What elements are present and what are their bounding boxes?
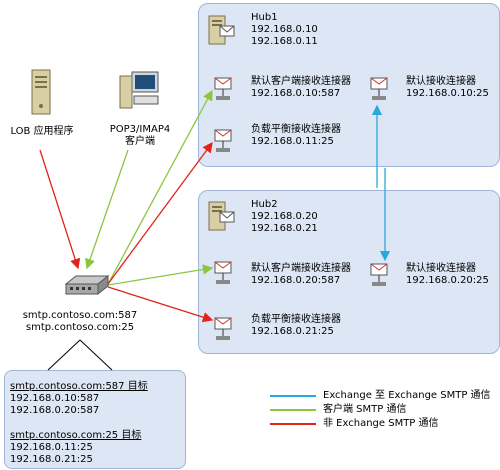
hub1-default-connector-name: 默认接收连接器 bbox=[406, 76, 476, 87]
switch-to-hub2-client-line bbox=[107, 264, 214, 286]
smtp-targets-box bbox=[4, 370, 186, 469]
target-25-title: smtp.contoso.com:25 目标 bbox=[10, 430, 142, 441]
hub2-box bbox=[198, 190, 500, 354]
legend-red-label: 非 Exchange SMTP 通信 bbox=[323, 418, 439, 429]
pop-label-1: POP3/IMAP4 bbox=[109, 124, 171, 135]
hub2-lb-connector-addr: 192.168.0.21:25 bbox=[251, 326, 334, 337]
lob-to-switch-line bbox=[39, 149, 81, 270]
smtp-label-1: smtp.contoso.com:587 bbox=[22, 310, 138, 321]
switch-to-hub1-client-line bbox=[107, 89, 213, 285]
legend-green-label: 客户端 SMTP 通信 bbox=[323, 404, 407, 415]
target-587-a: 192.168.0.10:587 bbox=[10, 393, 100, 404]
hub2-name: Hub2 bbox=[251, 199, 278, 210]
hub2-ip2: 192.168.0.21 bbox=[251, 223, 318, 234]
legend-red-line bbox=[270, 423, 316, 425]
hub1-box bbox=[198, 3, 500, 167]
hub1-default-connector-addr: 192.168.0.10:25 bbox=[406, 88, 489, 99]
hub1-ip1: 192.168.0.10 bbox=[251, 24, 318, 35]
hub2-ip1: 192.168.0.20 bbox=[251, 211, 318, 222]
target-25-b: 192.168.0.21:25 bbox=[10, 454, 93, 465]
smtp-label-2: smtp.contoso.com:25 bbox=[25, 322, 135, 333]
pop-to-switch-line bbox=[85, 149, 129, 270]
lob-label: LOB 应用程序 bbox=[10, 126, 74, 137]
legend-green-line bbox=[270, 409, 316, 411]
hub1-ip2: 192.168.0.11 bbox=[251, 36, 318, 47]
hub1-client-connector-addr: 192.168.0.10:587 bbox=[251, 88, 341, 99]
hub2-client-connector-name: 默认客户端接收连接器 bbox=[251, 263, 351, 274]
target-587-b: 192.168.0.20:587 bbox=[10, 405, 100, 416]
hub2-default-connector-name: 默认接收连接器 bbox=[406, 263, 476, 274]
switch-to-targets-line-right bbox=[79, 339, 113, 371]
switch-to-hub1-lb-line bbox=[107, 141, 213, 285]
legend-blue-label: Exchange 至 Exchange SMTP 通信 bbox=[323, 390, 491, 401]
hub1-lb-connector-addr: 192.168.0.11:25 bbox=[251, 136, 334, 147]
hub2-lb-connector-name: 负载平衡接收连接器 bbox=[251, 314, 341, 325]
switch-to-hub2-lb-line bbox=[107, 286, 214, 323]
legend-blue-line bbox=[270, 395, 316, 397]
target-587-title: smtp.contoso.com:587 目标 bbox=[10, 381, 148, 392]
hub1-name: Hub1 bbox=[251, 12, 278, 23]
hub2-client-connector-addr: 192.168.0.20:587 bbox=[251, 275, 341, 286]
hub1-lb-connector-name: 负载平衡接收连接器 bbox=[251, 124, 341, 135]
target-25-a: 192.168.0.11:25 bbox=[10, 442, 93, 453]
hub1-client-connector-name: 默认客户端接收连接器 bbox=[251, 76, 351, 87]
switch-to-targets-line-left bbox=[47, 339, 81, 371]
hub2-default-connector-addr: 192.168.0.20:25 bbox=[406, 275, 489, 286]
pop-label-2: 客户端 bbox=[125, 136, 155, 147]
